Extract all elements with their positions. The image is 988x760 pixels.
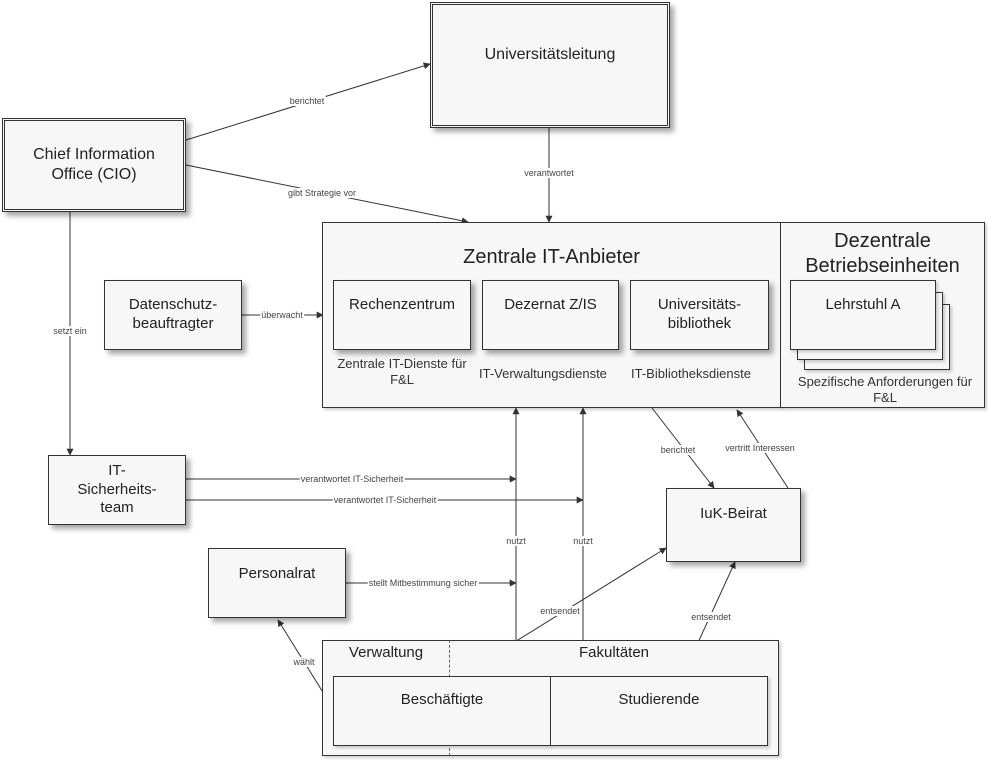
cio-label: Chief Information Office (CIO)	[33, 146, 155, 183]
datenschutz-box[interactable]: Datenschutz-beauftragter	[104, 280, 242, 350]
edge-label-nutzt-1: nutzt	[505, 536, 527, 546]
beschaeftigte-box[interactable]: Beschäftigte	[333, 676, 551, 746]
cio-box[interactable]: Chief Information Office (CIO)	[2, 118, 186, 212]
edge-label-entsendet-2: entsendet	[690, 612, 732, 622]
edge-label-entsendet-1: entsendet	[539, 606, 581, 616]
edge-label-waehlt: wählt	[292, 657, 316, 667]
universitaetsleitung-box[interactable]: Universitätsleitung	[430, 2, 670, 128]
fakultaeten-label: Fakultäten	[578, 644, 650, 661]
it-sicherheitsteam-label: IT-Sicherheits-team	[77, 461, 157, 517]
edge-label-setzt-ein: setzt ein	[52, 326, 88, 336]
universitaetsleitung-label: Universitätsleitung	[484, 46, 616, 63]
datenschutz-label: Datenschutz-beauftragter	[128, 296, 218, 332]
rechenzentrum-label: Rechenzentrum	[349, 296, 455, 313]
service-it-bibliotheksdienste: IT-Bibliotheksdienste	[631, 366, 751, 381]
personalrat-box[interactable]: Personalrat	[208, 548, 346, 618]
dezernat-label: Dezernat Z/IS	[504, 296, 597, 313]
iuk-beirat-label: IuK-Beirat	[700, 505, 767, 522]
edge-label-vertritt: vertritt Interessen	[724, 443, 796, 453]
dezentrale-betriebseinheiten-title: Dezentrale Betriebseinheiten	[805, 230, 960, 277]
beschaeftigte-label: Beschäftigte	[400, 691, 484, 708]
studierende-box[interactable]: Studierende	[550, 676, 768, 746]
bibliothek-label: Universitäts-bibliothek	[657, 296, 742, 332]
edge-label-sicherheit-1: verantwortet IT-Sicherheit	[299, 474, 405, 484]
service-spezifische-anforderungen: Spezifische Anforderungen für F&L	[797, 374, 973, 406]
service-it-verwaltungsdienste: IT-Verwaltungsdienste	[479, 366, 607, 381]
edge-label-berichtet-iuk: berichtet	[659, 445, 697, 455]
edge-label-verantwortet: verantwortet	[523, 168, 575, 178]
edge-label-berichtet: berichtet	[288, 96, 326, 106]
rechenzentrum-box[interactable]: Rechenzentrum	[333, 280, 471, 350]
edge-label-nutzt-2: nutzt	[572, 536, 594, 546]
studierende-label: Studierende	[618, 691, 700, 708]
dezernat-box[interactable]: Dezernat Z/IS	[482, 280, 619, 350]
verwaltung-label: Verwaltung	[348, 644, 424, 661]
edge-label-mitbestimmung: stellt Mitbestimmung sicher	[367, 578, 479, 588]
iuk-beirat-box[interactable]: IuK-Beirat	[666, 488, 801, 562]
edge-label-sicherheit-2: verantwortet IT-Sicherheit	[332, 495, 438, 505]
bibliothek-box[interactable]: Universitäts-bibliothek	[630, 280, 769, 350]
lehrstuhl-box[interactable]: Lehrstuhl A	[790, 280, 936, 350]
zentrale-it-anbieter-title: Zentrale IT-Anbieter	[463, 246, 640, 268]
lehrstuhl-label: Lehrstuhl A	[825, 296, 901, 313]
it-sicherheitsteam-box[interactable]: IT-Sicherheits-team	[48, 455, 186, 525]
edge-label-ueberwacht: überwacht	[260, 310, 304, 320]
service-zentrale-it-dienste: Zentrale IT-Dienste für F&L	[337, 356, 467, 388]
edge-label-gibt-strategie: gibt Strategie vor	[286, 188, 358, 198]
personalrat-label: Personalrat	[238, 565, 316, 582]
